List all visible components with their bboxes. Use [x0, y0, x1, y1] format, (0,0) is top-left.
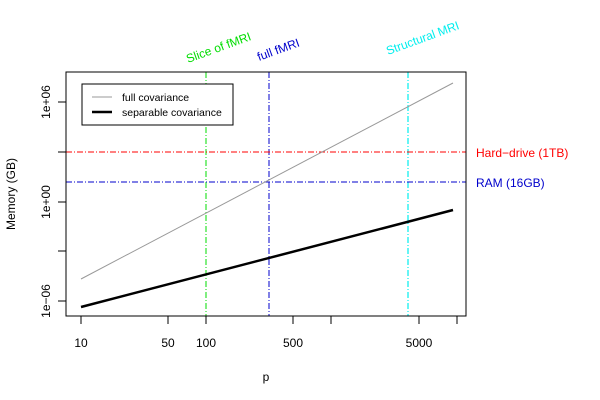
label-structural-mri: Structural MRI: [384, 18, 461, 57]
label-ram: RAM (16GB): [476, 176, 545, 190]
label-slice-fmri: Slice of fMRI: [184, 29, 253, 65]
x-tick-100: 100: [196, 336, 216, 350]
x-tick-10: 10: [74, 336, 88, 350]
x-axis: [80, 316, 458, 324]
label-hard-drive: Hard−drive (1TB): [476, 146, 568, 160]
plot-area: [65, 71, 467, 317]
y-axis-label: Memory (GB): [4, 158, 18, 230]
y-tick-1e0: 1e+00: [39, 185, 53, 219]
x-tick-500: 500: [283, 336, 303, 350]
series-full-covariance: [80, 82, 454, 280]
legend-separable-covariance: separable covariance: [122, 107, 222, 119]
y-tick-1e6: 1e+06: [39, 85, 53, 119]
label-full-fmri: full fMRI: [255, 36, 301, 64]
x-axis-label: p: [263, 370, 270, 384]
x-tick-5000: 5000: [406, 336, 433, 350]
series-separable-covariance: [80, 208, 454, 309]
y-axis: [58, 101, 66, 302]
legend: full covariance separable covariance: [81, 83, 234, 126]
y-tick-1e-6: 1e−06: [39, 284, 53, 318]
x-tick-50: 50: [161, 336, 175, 350]
legend-full-covariance: full covariance: [122, 92, 189, 104]
